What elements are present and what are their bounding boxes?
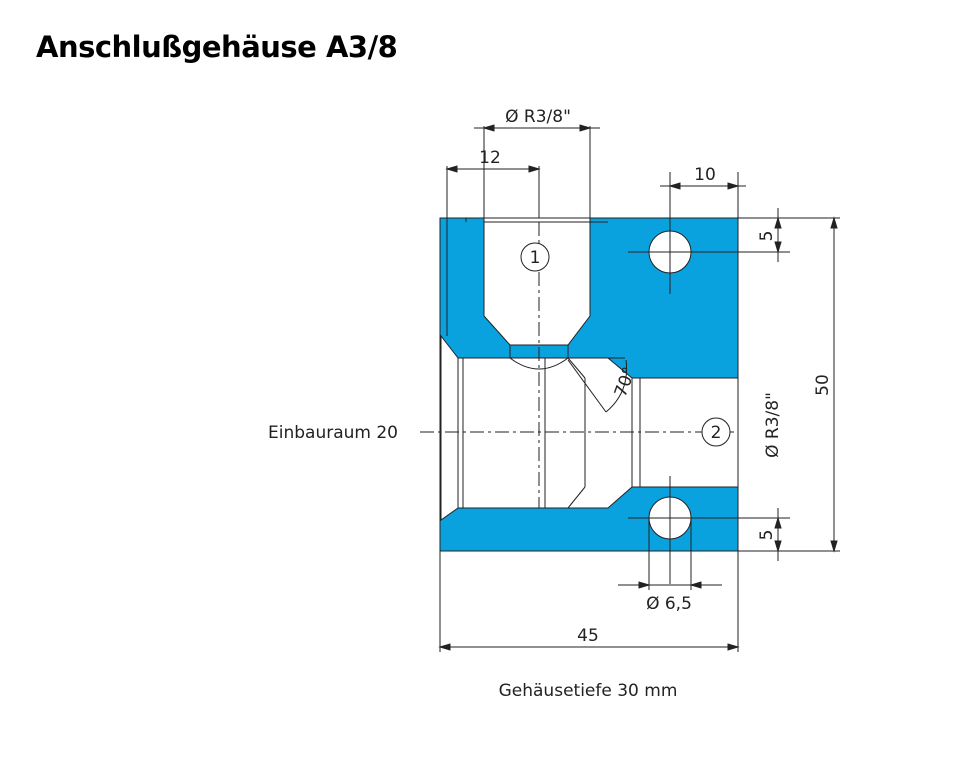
dim-dia-r38-top: Ø R3/8" <box>505 107 571 127</box>
svg-text:1: 1 <box>530 248 541 268</box>
dim-dia-r38-side: Ø R3/8" <box>763 392 783 458</box>
dim-50: 50 <box>813 374 833 396</box>
dimensions <box>438 124 840 652</box>
bore-1 <box>484 221 590 508</box>
dim-5-top: 5 <box>757 231 777 242</box>
dim-10: 10 <box>694 165 716 185</box>
gehaeusetiefe-label: Gehäusetiefe 30 mm <box>499 681 678 701</box>
port-marker-1: 1 <box>520 242 550 272</box>
housing-outline <box>439 217 739 552</box>
einbauraum-label: Einbauraum 20 <box>268 423 398 443</box>
dim-45: 45 <box>577 626 599 646</box>
port-marker-2: 2 <box>701 417 731 447</box>
bore-2 <box>420 357 738 509</box>
dim-5-bottom: 5 <box>757 530 777 541</box>
dimension-labels: Ø R3/8" 12 10 5 50 Ø R3/8" 5 Ø 6,5 45 Ei… <box>268 107 833 701</box>
angle-70-label: 70° <box>611 365 640 400</box>
dim-dia-65: Ø 6,5 <box>646 594 692 614</box>
svg-text:2: 2 <box>711 423 722 443</box>
housing-body <box>439 217 739 552</box>
angle-70 <box>567 359 628 413</box>
dim-12: 12 <box>479 148 501 168</box>
page-title: Anschlußgehäuse A3/8 <box>36 30 398 64</box>
